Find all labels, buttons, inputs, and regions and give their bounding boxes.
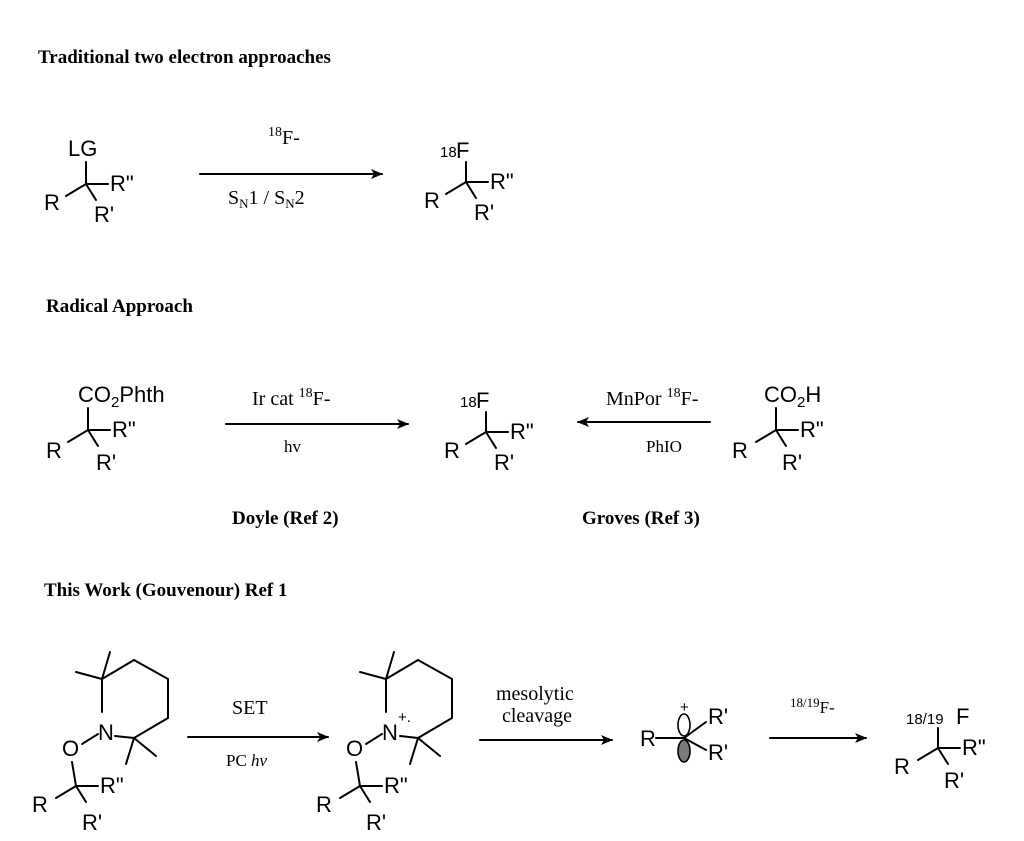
set-reagent: SET: [232, 697, 268, 719]
r-dprime-label: R": [112, 417, 136, 442]
r-label: R: [316, 792, 332, 817]
groves-ref: Groves (Ref 3): [582, 508, 700, 529]
doyle-ref: Doyle (Ref 2): [232, 508, 339, 529]
reactant-alkoxyamine: N O R R" R': [32, 651, 169, 835]
n-label: N: [98, 720, 114, 745]
p-orbital-top: [677, 713, 691, 737]
f-label: F: [956, 704, 969, 729]
carbocation-intermediate: R + R' R': [640, 699, 728, 765]
product-18f-alkyl: 18 F R R" R': [424, 138, 514, 225]
pc-hv-conditions: PC hv: [226, 751, 268, 770]
arrow-groves: MnPor 18F- PhIO: [577, 386, 711, 456]
doyle-conditions: hv: [284, 437, 302, 456]
section-title-radical: Radical Approach: [46, 296, 193, 317]
r-prime-label: R': [494, 450, 514, 475]
r-prime-label: R': [474, 200, 494, 225]
r-label: R: [32, 792, 48, 817]
co2h-label: CO2H: [764, 382, 821, 411]
product-18f-radical: 18 F R R" R': [444, 388, 534, 475]
arrow-fluoride: 18/19F-: [769, 695, 867, 743]
r-dprime-label: R": [100, 773, 124, 798]
radical-cation-mark: +.: [398, 709, 411, 726]
f18-mass: 18: [440, 144, 457, 161]
arrow-sn: 18F- SN1 / SN2: [199, 125, 383, 211]
r-dprime-label: R": [110, 171, 134, 196]
arrow-set: SET PC hv: [187, 697, 329, 770]
r-prime-label: R': [82, 810, 102, 835]
o-label: O: [346, 736, 363, 761]
f-label: F: [476, 388, 489, 413]
r-prime-label: R': [708, 740, 728, 765]
product-18-19f-alkyl: 18/19 F R R" R': [894, 704, 986, 793]
r-dprime-label: R": [962, 735, 986, 760]
n-label: N: [382, 720, 398, 745]
r-dprime-label: R": [490, 169, 514, 194]
r-dprime-label: R": [384, 773, 408, 798]
cation-mark: +: [680, 699, 689, 716]
p-orbital-bottom: [677, 739, 691, 763]
co2phth-label: CO2Phth: [78, 382, 165, 411]
lg-label: LG: [68, 136, 97, 161]
fluoride-reagent: 18F-: [268, 125, 300, 149]
arrow-mesolytic: mesolytic cleavage: [479, 683, 613, 745]
r-label: R: [640, 726, 656, 751]
doyle-reagent: Ir cat 18F-: [252, 386, 330, 410]
radical-cation-intermediate: N +. O R R" R': [316, 651, 453, 835]
r-dprime-label: R": [800, 417, 824, 442]
f18-mass: 18: [460, 394, 477, 411]
r-label: R: [894, 754, 910, 779]
mesolytic-line1: mesolytic: [496, 683, 574, 705]
r-dprime-label: R": [510, 419, 534, 444]
r-prime-label: R': [94, 202, 114, 227]
sn-conditions: SN1 / SN2: [228, 187, 305, 211]
r-label: R: [46, 438, 62, 463]
mesolytic-line2: cleavage: [502, 705, 572, 727]
section-title-this-work: This Work (Gouvenour) Ref 1: [44, 580, 288, 601]
r-prime-label: R': [366, 810, 386, 835]
groves-conditions: PhIO: [646, 437, 682, 456]
f-label: F: [456, 138, 469, 163]
r-label: R: [44, 190, 60, 215]
fluoride-18-19: 18/19F-: [790, 695, 835, 717]
r-prime-label: R': [708, 704, 728, 729]
f1819-mass: 18/19: [906, 711, 944, 728]
arrow-doyle: Ir cat 18F- hv: [225, 386, 409, 456]
r-label: R: [424, 188, 440, 213]
o-label: O: [62, 736, 79, 761]
reactant-alkyl-lg: LG R R" R': [44, 136, 134, 227]
groves-reagent: MnPor 18F-: [606, 386, 698, 410]
reactant-carboxylic-acid: CO2H R R" R': [732, 382, 824, 475]
r-prime-label: R': [96, 450, 116, 475]
r-prime-label: R': [944, 768, 964, 793]
r-prime-label: R': [782, 450, 802, 475]
reactant-nhpi-ester: CO2Phth R R" R': [46, 382, 165, 475]
r-label: R: [732, 438, 748, 463]
section-title-traditional: Traditional two electron approaches: [38, 47, 331, 68]
r-label: R: [444, 438, 460, 463]
